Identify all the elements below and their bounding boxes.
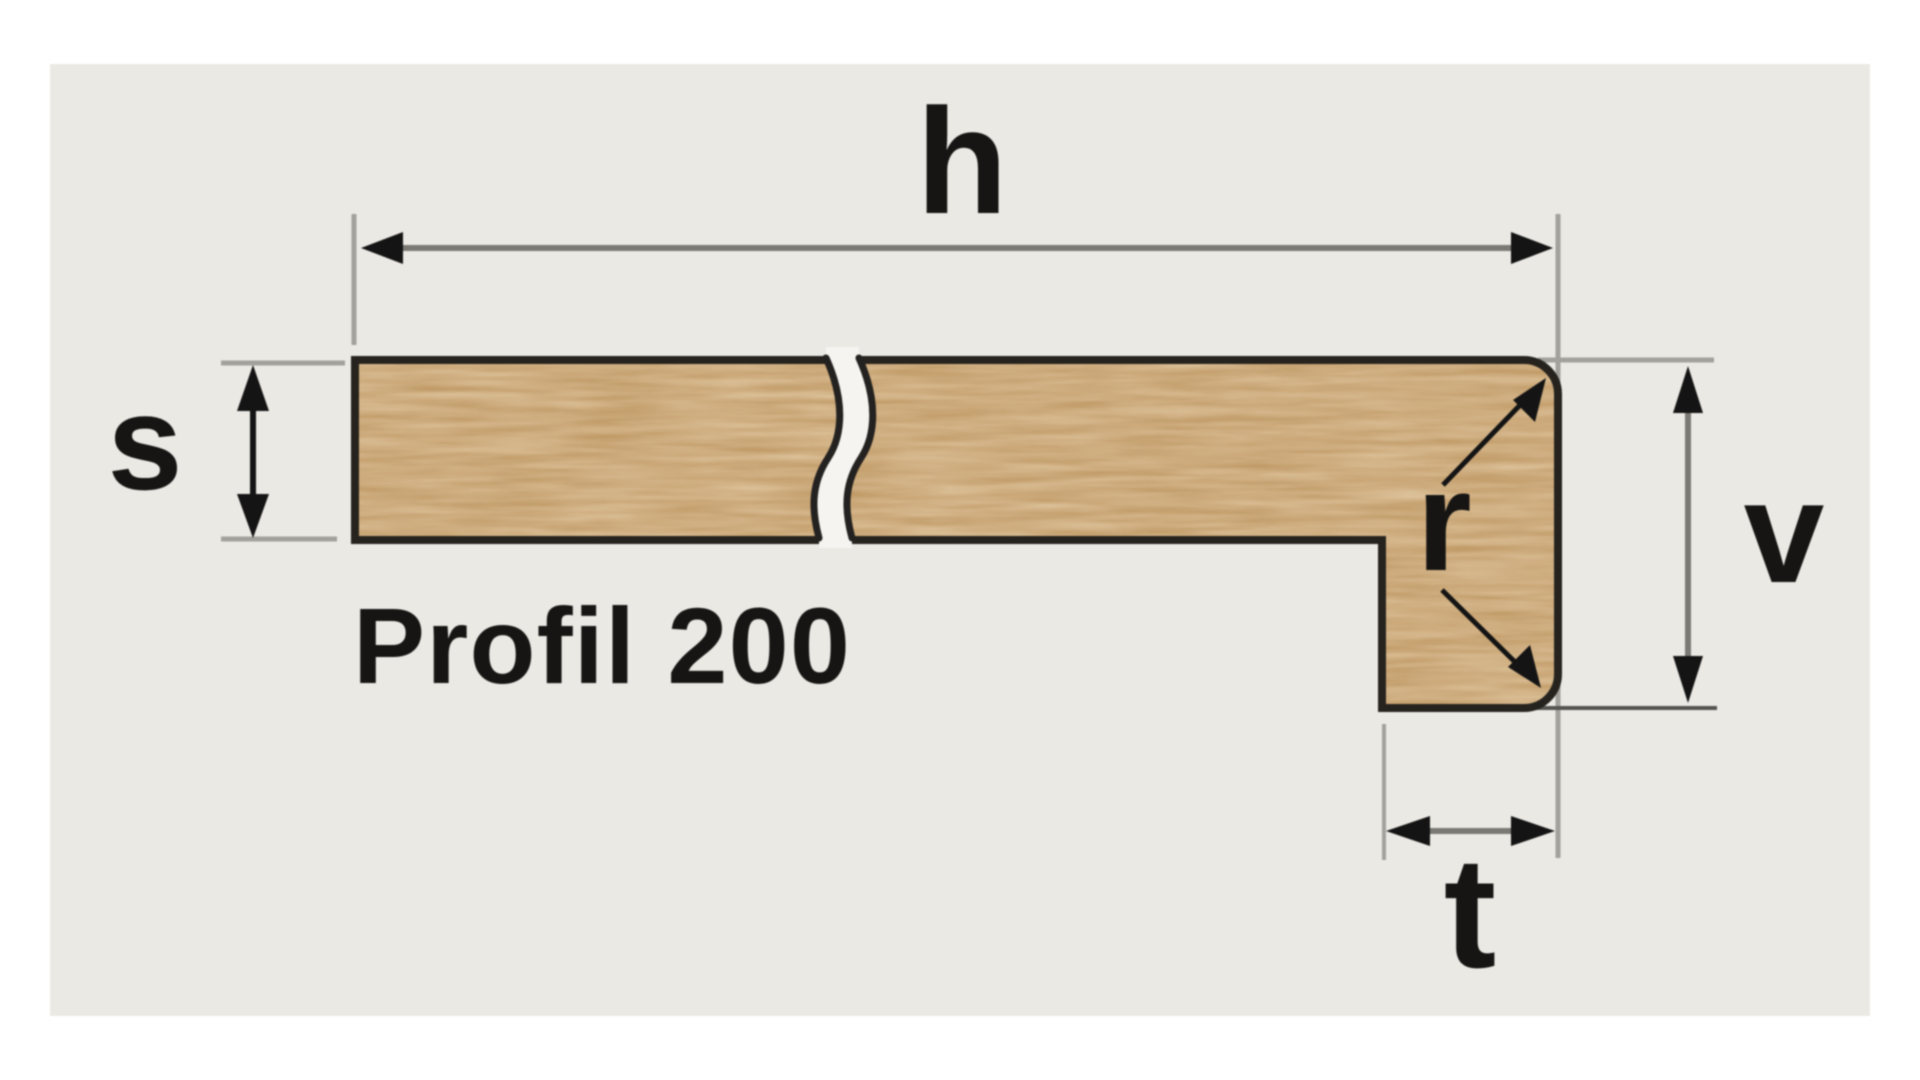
svg-text:h: h xyxy=(916,77,1008,245)
svg-text:s: s xyxy=(107,367,182,518)
svg-text:r: r xyxy=(1416,442,1471,601)
svg-text:Profil 200: Profil 200 xyxy=(353,585,850,706)
svg-text:t: t xyxy=(1444,825,1497,1001)
svg-text:v: v xyxy=(1744,451,1825,613)
